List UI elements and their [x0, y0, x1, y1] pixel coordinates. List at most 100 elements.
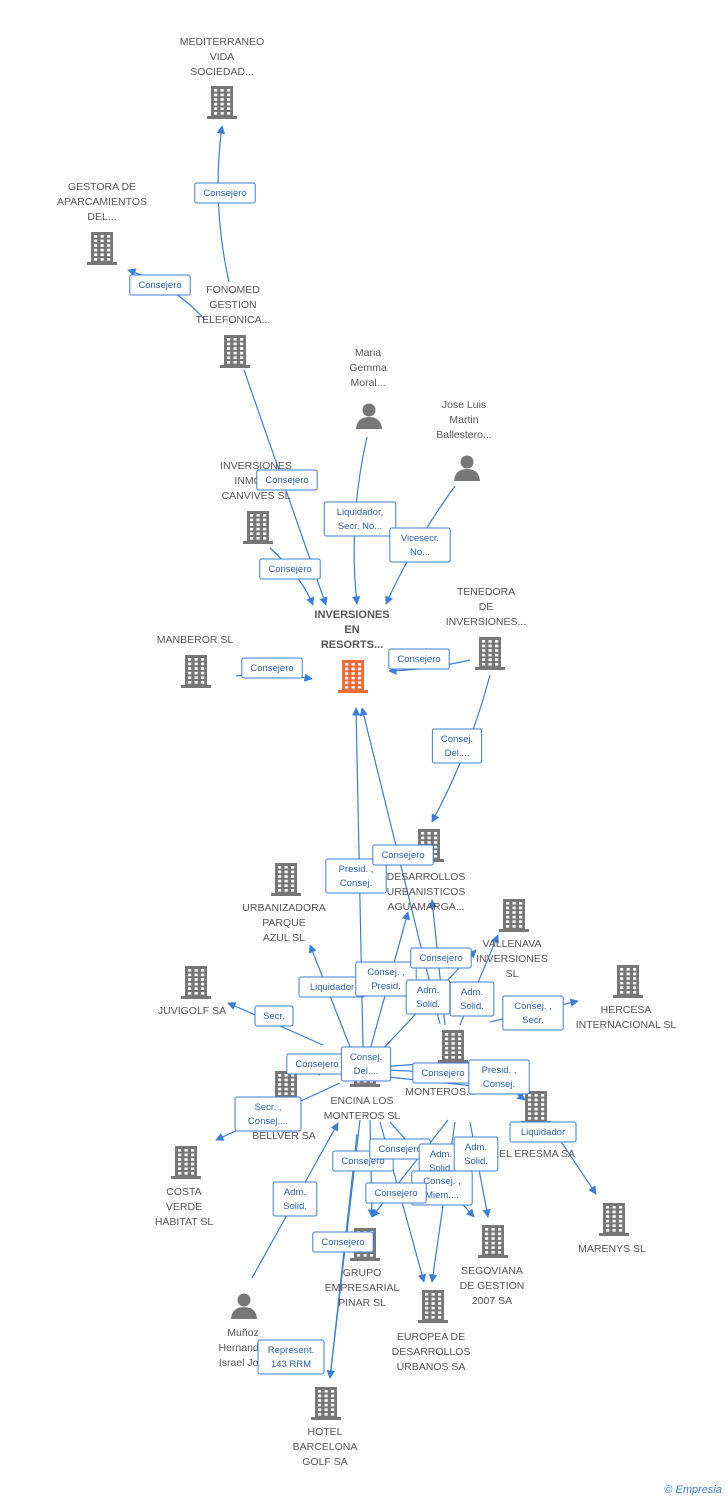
building-icon[interactable]: [311, 1387, 341, 1420]
edge-label-encina-montemp[interactable]: Consej.Del....: [340, 1046, 392, 1082]
node-manberor[interactable]: MANBEROR SL: [157, 634, 234, 688]
building-window: [240, 342, 244, 346]
edge-label-encina-hotel[interactable]: Consejero: [312, 1231, 374, 1253]
edge-label-box: [256, 469, 318, 491]
node-label: TENEDORA: [457, 586, 515, 598]
edge-label-encina-segoviana[interactable]: Consejero: [365, 1182, 427, 1204]
edge-label-text: Consejero: [381, 850, 424, 861]
node-center[interactable]: INVERSIONESENRESORTS...: [314, 609, 390, 693]
node-fonomed[interactable]: FONOMEDGESTIONTELEFONICA...: [196, 284, 271, 368]
edge-label-maria-center[interactable]: Liquidador,Secr. No...: [323, 501, 397, 537]
building-window: [188, 973, 192, 977]
building-window: [528, 1098, 532, 1102]
building-window: [485, 1232, 489, 1236]
building-window: [188, 667, 192, 670]
edge-label-montemp-segoviana[interactable]: Adm.Solid.: [453, 1136, 499, 1172]
node-label: Gemma: [349, 362, 387, 374]
edge-label-encina-center[interactable]: Presid. ,Consej.: [325, 858, 387, 894]
edge-label-munoz-hotel[interactable]: Represent.143 RRM: [257, 1339, 325, 1375]
building-window: [606, 1210, 610, 1214]
edge-label-manberor-center[interactable]: Consejero: [241, 657, 303, 679]
building-icon[interactable]: [418, 1290, 448, 1323]
edge-label-montemp-vallenava[interactable]: Adm.Solid.: [449, 981, 495, 1017]
building-icon[interactable]: [243, 511, 273, 544]
node-mediterraneo[interactable]: MEDITERRANEOVIDASOCIEDAD...: [180, 36, 265, 119]
edge-label-montemp-eresma[interactable]: Presid. ,Consej.: [468, 1059, 530, 1095]
edge-label-fonomed-gestora[interactable]: Consejero: [129, 274, 191, 296]
building-icon[interactable]: [171, 1146, 201, 1179]
node-montemp[interactable]: MONTEROS...: [405, 1030, 475, 1098]
node-label: VIDA: [210, 51, 235, 63]
building-window: [284, 1078, 288, 1082]
person-icon[interactable]: [454, 455, 480, 482]
edge-label-montemp-grupo[interactable]: Consejero: [369, 1138, 431, 1160]
building-icon[interactable]: [475, 637, 505, 670]
node-juvigolf[interactable]: JUVIGOLF SA: [158, 966, 226, 1017]
building-window: [619, 1219, 623, 1223]
edge-label-encina-urbanizadora[interactable]: Liquidador: [298, 976, 366, 998]
edge-label-encina-desarrollos[interactable]: Consej. ,Presid.: [355, 961, 417, 997]
building-icon[interactable]: [87, 232, 117, 265]
building-icon[interactable]: [207, 86, 237, 119]
building-window: [278, 1083, 282, 1086]
brand-logo[interactable]: Empresia: [675, 1484, 722, 1496]
edge-label-encina-vallenava[interactable]: Consejero: [410, 947, 472, 969]
building-icon[interactable]: [181, 655, 211, 688]
edge-label-fonomed-center[interactable]: Consejero: [256, 469, 318, 491]
node-marenys[interactable]: MARENYS SL: [578, 1203, 646, 1255]
building-window: [619, 1229, 623, 1232]
building-window: [541, 1112, 545, 1115]
node-label: EL ERESMA SA: [499, 1148, 575, 1160]
building-window: [278, 1074, 282, 1077]
building-icon[interactable]: [220, 335, 250, 368]
edge-label-montemp-bellver[interactable]: Consejero: [286, 1053, 348, 1075]
building-icon-highlighted[interactable]: [338, 660, 368, 693]
edge-label-tenedora-desarrollos[interactable]: Consej.Del....: [431, 728, 483, 764]
building-window: [263, 532, 267, 535]
edge-label-encina-eresma[interactable]: Consejero: [412, 1062, 474, 1084]
building-icon[interactable]: [521, 1091, 551, 1124]
edge-label-encina-costa[interactable]: Secr. ,Consej....: [234, 1096, 302, 1132]
edge-label-munoz-encina[interactable]: Adm.Solid.: [272, 1181, 318, 1217]
node-desarrollos[interactable]: DESARROLLOSURBANISTICOSAGUAMARGA...: [387, 829, 466, 913]
node-tenedora[interactable]: TENEDORADEINVERSIONES...: [446, 586, 527, 670]
building-icon[interactable]: [613, 965, 643, 998]
edge-label-text: Liquidador: [310, 982, 354, 993]
building-icon[interactable]: [438, 1030, 468, 1063]
node-gestora[interactable]: GESTORA DEAPARCAMIENTOSDEL...: [57, 181, 147, 265]
edge-label-eresma-marenys[interactable]: Liquidador: [509, 1121, 577, 1143]
edge-label-montemp-desarrollos[interactable]: Adm.Solid.: [405, 979, 451, 1015]
person-icon[interactable]: [231, 1293, 257, 1320]
edge-label-canvives-center[interactable]: Consejero: [259, 558, 321, 580]
edge-label-fonomed-mediterraneo[interactable]: Consejero: [194, 182, 256, 204]
building-window: [434, 855, 438, 858]
person-icon[interactable]: [356, 403, 382, 430]
building-window: [240, 361, 244, 364]
edge-label-tenedora-center[interactable]: Consejero: [388, 648, 450, 670]
edge-label-montemp-hercesa[interactable]: Consej. ,Secr.: [502, 995, 564, 1031]
building-icon[interactable]: [181, 966, 211, 999]
building-icon[interactable]: [271, 863, 301, 896]
edge-label-jose-center[interactable]: Vicesecr.No...: [389, 527, 451, 563]
node-jose[interactable]: Jose LuisMartinBallestero...: [436, 399, 492, 482]
building-icon[interactable]: [478, 1225, 508, 1258]
edge-label-montemp-center[interactable]: Consejero: [372, 844, 434, 866]
edge-label-encina-juvigolf[interactable]: Secr.: [254, 1005, 294, 1027]
building-window: [194, 667, 198, 670]
edge-label-encina-europea[interactable]: Adm.Solid.: [418, 1143, 464, 1179]
building-icon[interactable]: [499, 899, 529, 932]
building-window: [541, 1103, 545, 1106]
building-window: [94, 235, 98, 238]
edge-label-montemp-europea[interactable]: Consej. ,Miem....: [411, 1170, 473, 1206]
building-icon[interactable]: [599, 1203, 629, 1236]
node-maria[interactable]: MariaGemmaMoral...: [349, 347, 387, 429]
